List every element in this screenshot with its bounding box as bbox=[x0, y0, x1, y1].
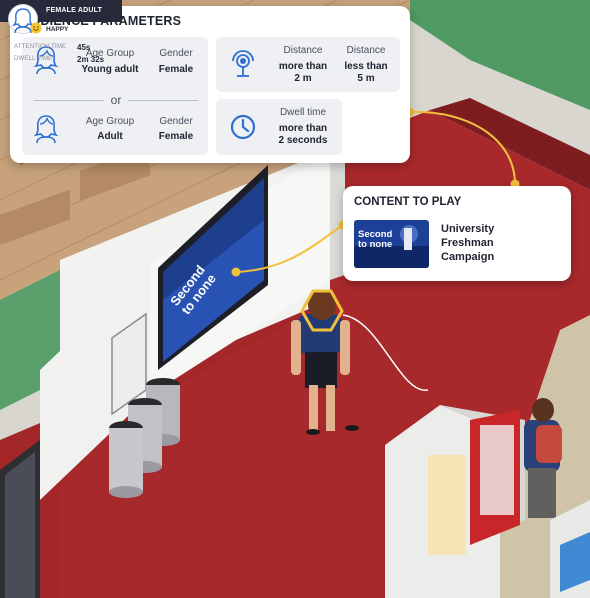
campaign-name: University Freshman Campaign bbox=[441, 222, 561, 264]
dwell-time-value: 2m 32s bbox=[77, 55, 105, 64]
age-group-value: Adult bbox=[97, 131, 123, 142]
distance-min-value-line: 2 m bbox=[294, 73, 312, 84]
dwell-time-panel: Dwell time more than 2 seconds bbox=[216, 99, 342, 155]
distance-max-value: less than 5 m bbox=[336, 61, 396, 85]
dwell-time-label: Dwell time bbox=[279, 107, 327, 118]
attention-time-value: 45s bbox=[77, 43, 91, 52]
proximity-sensor-icon bbox=[232, 50, 254, 77]
distance-min-value: more than 2 m bbox=[272, 61, 334, 85]
demographics-panel: Age Group Young adult Gender Female or A… bbox=[22, 37, 208, 155]
content-card-title: CONTENT TO PLAY bbox=[354, 196, 462, 208]
age-group-value: Young adult bbox=[81, 64, 139, 75]
or-label: or bbox=[110, 93, 122, 107]
dwell-time-value-line: 2 seconds bbox=[278, 135, 328, 146]
dwell-time-label: DWELL TIME bbox=[14, 56, 53, 62]
distance-min-value-line: more than bbox=[278, 61, 328, 72]
distance-min-label: Distance bbox=[283, 45, 323, 56]
distance-panel: Distance more than 2 m Distance less tha… bbox=[216, 37, 400, 92]
age-group-label: Age Group bbox=[85, 116, 135, 127]
campaign-name-line: Freshman bbox=[441, 237, 494, 249]
dwell-time-value: more than 2 seconds bbox=[270, 123, 336, 147]
distance-max-label: Distance bbox=[346, 45, 386, 56]
age-group-label: Age Group bbox=[85, 48, 135, 59]
audience-parameters-card: AUDIENCE PARAMETERS Age Group Young adul… bbox=[10, 6, 410, 163]
gender-value: Female bbox=[158, 131, 194, 142]
distance-max-value-line: less than bbox=[344, 61, 388, 72]
thumbnail-text-line: to none bbox=[358, 239, 393, 250]
content-to-play-card: CONTENT TO PLAY Second to none Universit… bbox=[343, 186, 571, 281]
clock-icon bbox=[230, 114, 256, 140]
content-thumbnail[interactable]: Second to none bbox=[354, 220, 429, 268]
distance-max-value-line: 5 m bbox=[357, 73, 375, 84]
mood-label: HAPPY bbox=[46, 26, 69, 33]
thumbnail-text-line: Second bbox=[358, 229, 393, 240]
female-avatar-icon bbox=[33, 115, 59, 143]
dwell-time-value-line: more than bbox=[278, 123, 328, 134]
gender-value: Female bbox=[158, 64, 194, 75]
female-avatar-icon bbox=[33, 46, 59, 74]
thumbnail-image bbox=[354, 220, 429, 268]
female-avatar-icon bbox=[11, 8, 35, 34]
or-divider: or bbox=[34, 93, 198, 107]
smile-emoji-icon bbox=[30, 22, 42, 34]
gender-label: Gender bbox=[159, 116, 193, 127]
attention-time-label: ATTENTION TIME bbox=[14, 44, 67, 50]
thumbnail-text: Second to none bbox=[358, 230, 392, 250]
campaign-name-line: University bbox=[441, 223, 495, 235]
person-card-title: FEMALE ADULT bbox=[46, 7, 103, 14]
campaign-name-line: Campaign bbox=[441, 251, 495, 263]
gender-label: Gender bbox=[159, 48, 193, 59]
